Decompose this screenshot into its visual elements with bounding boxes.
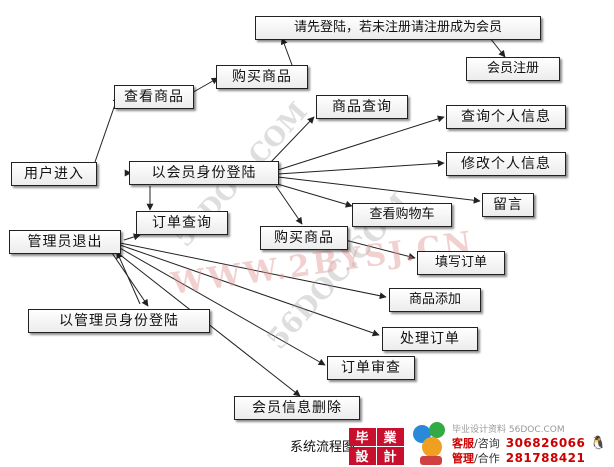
site-name: 毕业设计资料 56DOC.COM <box>452 425 565 435</box>
edge-admin-review <box>117 246 326 366</box>
node-goods-query: 商品查询 <box>316 95 408 119</box>
contact-info: 客服/咨询 306826066 管理/合作 281788421 <box>452 436 585 466</box>
manage-label: 管理 <box>452 452 474 465</box>
node-admin-exit: 管理员退出 <box>9 230 121 254</box>
node-admin-login: 以管理员身份登陆 <box>28 309 210 333</box>
service-suffix: /咨询 <box>474 437 500 450</box>
edge-member-message <box>277 176 481 204</box>
edge-admin-orderquery <box>123 233 141 241</box>
node-member-register: 会员注册 <box>466 57 560 81</box>
node-fill-order: 填写订单 <box>417 251 505 275</box>
node-order-query: 订单查询 <box>136 211 228 235</box>
node-buy-goods-top: 购买商品 <box>216 65 308 89</box>
site-logo: 毕 業 設 計 <box>349 428 404 465</box>
manage-line: 管理/合作 281788421 <box>452 451 585 466</box>
edge-buy-prompt <box>280 37 293 66</box>
node-buy-goods: 购买商品 <box>260 226 348 250</box>
node-user-enter: 用户进入 <box>11 162 97 186</box>
edge-admin-exit-up <box>116 251 141 305</box>
node-process-order: 处理订单 <box>382 327 478 351</box>
edge-admin-process <box>119 244 380 337</box>
node-delete-member-info: 会员信息删除 <box>234 396 360 420</box>
qq-penguin-icon: 🐧 <box>590 436 607 451</box>
svg-text:業: 業 <box>382 430 397 446</box>
edge-member-cart <box>273 182 353 208</box>
service-number: 306826066 <box>505 436 586 450</box>
edge-member-modifyinfo <box>277 159 445 175</box>
node-view-cart: 查看购物车 <box>352 203 452 227</box>
service-label: 客服 <box>452 437 474 450</box>
node-modify-personal-info: 修改个人信息 <box>446 152 566 176</box>
mascot-icon <box>413 422 445 465</box>
svg-text:毕: 毕 <box>355 430 368 446</box>
service-line: 客服/咨询 306826066 <box>452 436 585 451</box>
node-leave-message: 留言 <box>482 193 534 217</box>
edge-member-goodsquery <box>269 116 315 164</box>
diagram-caption: 系统流程图 <box>290 440 356 455</box>
edge-buy-fill <box>344 239 416 260</box>
node-query-personal-info: 查询个人信息 <box>446 105 566 129</box>
manage-suffix: /合作 <box>474 452 500 465</box>
node-login-prompt: 请先登陆，若未注册请注册成为会员 <box>255 16 541 40</box>
edge-admin-add <box>119 242 387 300</box>
edge-member-buy <box>275 185 303 225</box>
node-review-order: 订单审查 <box>327 356 415 380</box>
edge-member-queryinfo <box>277 115 445 171</box>
node-view-goods: 查看商品 <box>114 85 194 109</box>
node-member-login: 以会员身份登陆 <box>129 161 279 185</box>
manage-number: 281788421 <box>505 451 586 465</box>
svg-text:計: 計 <box>383 449 396 465</box>
node-add-goods: 商品添加 <box>389 288 481 312</box>
svg-text:設: 設 <box>355 449 369 465</box>
edge-view-buy <box>189 77 219 95</box>
edge-prompt-register <box>489 37 506 58</box>
